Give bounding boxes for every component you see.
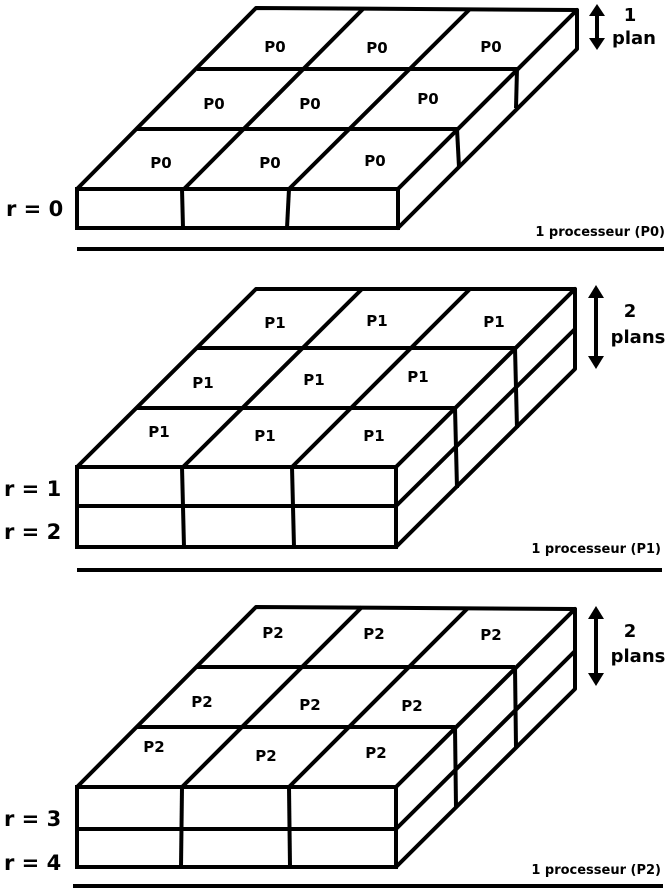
block-p2-front-divider-1 <box>179 786 184 868</box>
block-p1-front-divider-2 <box>290 466 296 548</box>
block-p1-r-label-2: r = 2 <box>4 520 61 544</box>
block-p0-cell-4: P0 <box>203 95 224 113</box>
block-p0-cell-7: P0 <box>150 154 171 172</box>
block-p0-planes-number: 1 <box>624 5 637 26</box>
block-p2-grid-col-1 <box>180 605 364 789</box>
block-p2-r-label-2: r = 4 <box>4 851 61 875</box>
block-p0-planes-word: plan <box>612 28 656 49</box>
block-p2-cell-3: P2 <box>480 626 501 644</box>
block-p2-side-divider-2 <box>513 666 518 748</box>
block-p2-cell-5: P2 <box>299 696 320 714</box>
block-p0-cell-5: P0 <box>299 95 320 113</box>
block-p1-cell-2: P1 <box>366 312 387 330</box>
block-p2-cell-2: P2 <box>363 625 384 643</box>
block-p0-side-divider-1 <box>455 128 461 168</box>
block-p2-side-divider-1 <box>453 726 458 808</box>
block-p1: P1 P1 P1 P1 P1 P1 P1 P1 P1 r = 1 r = 2 2… <box>4 285 666 572</box>
block-p2-cell-9: P2 <box>365 744 386 762</box>
block-p0-cell-6: P0 <box>417 90 438 108</box>
block-p1-side-plane-split <box>394 327 577 508</box>
block-p0-grid-col-2 <box>287 7 472 191</box>
block-p0-front-face <box>75 187 400 230</box>
block-p2-cell-1: P2 <box>262 624 283 642</box>
block-p2-r-label-1: r = 3 <box>4 807 61 831</box>
block-p0-cell-3: P0 <box>480 38 501 56</box>
block-p2-planes-word: plans <box>611 646 666 667</box>
block-p2-side-plane-split <box>394 649 577 831</box>
block-p0-cell-2: P0 <box>366 39 387 57</box>
block-p1-cell-6: P1 <box>407 368 428 386</box>
block-p1-planes-number: 2 <box>624 301 637 322</box>
block-p1-cell-9: P1 <box>363 427 384 445</box>
block-p0-cell-8: P0 <box>259 154 280 172</box>
block-p1-grid-col-1 <box>181 287 364 469</box>
block-p1-side-divider-2 <box>513 347 519 429</box>
block-p1-double-arrow-icon <box>588 285 604 369</box>
block-p0-side-divider-2 <box>514 68 519 109</box>
block-p1-cell-1: P1 <box>264 314 285 332</box>
block-p2: P2 P2 P2 P2 P2 P2 P2 P2 P2 r = 3 r = 4 2… <box>4 605 666 888</box>
block-p2-front-divider-2 <box>287 786 292 868</box>
block-p2-cell-6: P2 <box>401 697 422 715</box>
block-p2-planes-number: 2 <box>624 621 637 642</box>
block-p0-grid-col-1 <box>182 7 365 191</box>
block-p0-processor-label: 1 processeur (P0) <box>535 225 665 240</box>
block-p1-cell-8: P1 <box>254 427 275 445</box>
block-p1-cell-7: P1 <box>148 423 169 441</box>
block-p1-cell-4: P1 <box>192 374 213 392</box>
block-p2-cell-8: P2 <box>255 747 276 765</box>
block-p0: P0 P0 P0 P0 P0 P0 P0 P0 P0 r = 0 1 plan … <box>6 4 665 251</box>
block-p0-front-divider-1 <box>180 188 185 229</box>
block-p1-cell-5: P1 <box>303 371 324 389</box>
block-p1-processor-label: 1 processeur (P1) <box>531 542 661 557</box>
block-p0-cell-1: P0 <box>264 38 285 56</box>
block-p0-double-arrow-icon <box>589 4 605 50</box>
block-p2-double-arrow-icon <box>588 606 604 686</box>
block-p0-front-divider-2 <box>285 188 291 229</box>
block-p2-processor-label: 1 processeur (P2) <box>531 863 661 878</box>
block-p1-front-divider-1 <box>180 466 186 548</box>
block-p0-cell-9: P0 <box>364 152 385 170</box>
block-p0-r-label-1: r = 0 <box>6 197 63 221</box>
block-p1-side-divider-1 <box>453 407 459 489</box>
block-p2-cell-7: P2 <box>143 738 164 756</box>
block-p2-grid-col-2 <box>287 606 470 789</box>
block-p1-r-label-1: r = 1 <box>4 477 61 501</box>
block-p1-grid-col-2 <box>290 287 472 469</box>
block-p1-planes-word: plans <box>611 327 666 348</box>
block-p1-cell-3: P1 <box>483 313 504 331</box>
block-p2-cell-4: P2 <box>191 693 212 711</box>
